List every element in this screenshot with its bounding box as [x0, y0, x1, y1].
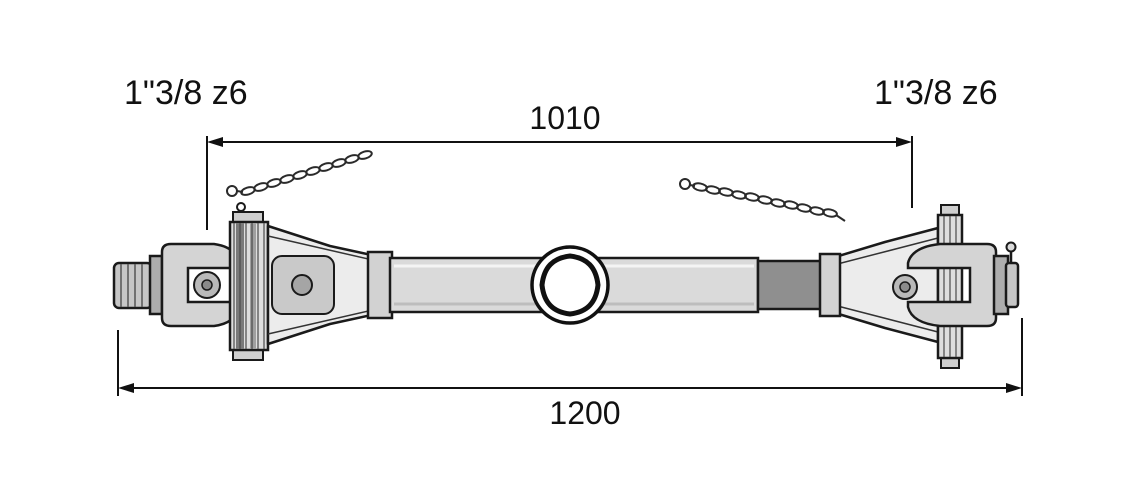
lemon-profile-tube-icon	[539, 253, 601, 317]
left-joint-assembly	[112, 242, 241, 328]
left-shield-collar	[228, 220, 270, 352]
left-spline-stub	[112, 261, 154, 310]
dimension-value-shield-length: 1010	[529, 100, 601, 136]
dimension-line-1010	[206, 136, 913, 230]
left-collar-ribs	[233, 223, 265, 349]
left-chain-ring-icon	[236, 202, 246, 212]
left-chain-clip-icon	[226, 185, 238, 197]
left-yoke	[160, 242, 241, 328]
left-shield	[228, 202, 394, 361]
right-yoke	[906, 242, 998, 328]
arrowhead-right-1010	[896, 137, 912, 147]
right-cone-edge-bottom	[821, 301, 939, 333]
left-safety-chain-icon	[226, 150, 373, 197]
arrowhead-right-1200	[1006, 383, 1022, 393]
right-spline-stub	[1004, 261, 1020, 309]
left-inner-journal	[291, 274, 313, 296]
left-cone-end-ring	[366, 250, 394, 320]
left-spline-ridges	[120, 264, 143, 307]
right-bell-bottom-cap	[940, 357, 960, 369]
left-collar-mid-band	[250, 223, 256, 349]
right-chain-clip-icon	[679, 178, 691, 190]
guard-tube	[388, 245, 824, 325]
right-shield	[818, 204, 964, 369]
dimension-value-overall-length: 1200	[549, 395, 621, 431]
left-shield-bottom-cap	[232, 349, 264, 361]
left-shield-top-cap	[232, 211, 264, 223]
right-cone-edge-top	[821, 237, 939, 269]
arrowhead-left-1200	[118, 383, 134, 393]
right-cross-journal-center	[899, 281, 911, 293]
dimension-line-1200	[117, 318, 1023, 396]
right-cone-end-ring	[818, 252, 842, 318]
left-stub-collar	[148, 254, 164, 316]
right-safety-chain-icon	[679, 178, 846, 222]
left-cross-journal-center	[201, 279, 213, 291]
right-bell-top-cap	[940, 204, 960, 216]
push-pin-icon	[1005, 241, 1017, 253]
right-spline-spec-label: 1"3/8 z6	[874, 74, 998, 112]
inner-drive-tube	[756, 259, 824, 311]
arrowhead-left-1010	[207, 137, 223, 147]
right-bell-ribs	[943, 216, 957, 357]
right-joint-assembly	[892, 241, 1020, 328]
left-spline-spec-label: 1"3/8 z6	[124, 74, 248, 112]
